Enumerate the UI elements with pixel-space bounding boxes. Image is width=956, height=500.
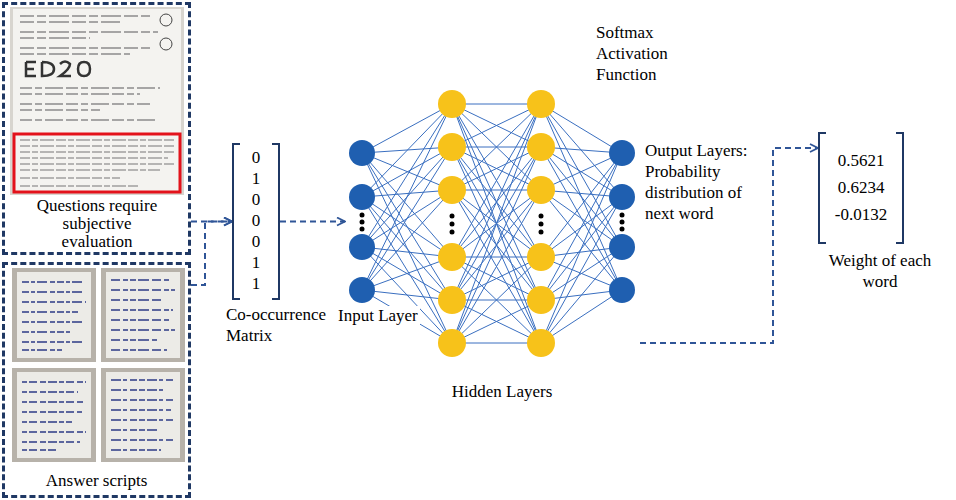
neural-network: Input LayerHidden LayersSoftmax Activati…	[345, 88, 640, 360]
dashed-connector	[280, 221, 345, 223]
handwriting	[22, 382, 86, 450]
ellipsis-dot	[450, 230, 455, 235]
question-box: Questions require subjective evaluation	[2, 2, 191, 255]
neuron	[527, 329, 555, 357]
neuron	[609, 140, 635, 166]
photo-ground	[12, 368, 96, 462]
ellipsis-dot	[539, 214, 544, 219]
neuron	[609, 234, 635, 260]
neuron	[438, 176, 466, 204]
answer-script-photo	[101, 268, 185, 362]
bracket-right	[272, 143, 280, 300]
paper-sheet	[106, 372, 180, 458]
neuron	[349, 140, 375, 166]
printed-lines	[20, 140, 174, 186]
neuron	[438, 329, 466, 357]
neuron	[527, 286, 555, 314]
link-lines	[541, 104, 622, 343]
answer-mark	[160, 38, 172, 50]
highlight-frame	[14, 134, 180, 192]
hidden-neurons	[438, 90, 555, 357]
input-neurons	[349, 140, 375, 303]
photo-ground	[101, 368, 185, 462]
ellipsis-dot	[360, 220, 365, 225]
vector-values: 0 1 0 0 0 1 1	[249, 147, 263, 294]
answer-script-photo	[101, 368, 185, 462]
ellipsis-dot	[539, 230, 544, 235]
layer-label: Hidden Layers	[437, 382, 567, 402]
handwriting	[111, 280, 175, 350]
paper-sheet	[13, 9, 181, 193]
ellipsis-dot	[539, 222, 544, 227]
dashed-connector	[191, 222, 232, 286]
box-caption: Answer scripts	[10, 471, 183, 491]
bracket-left	[232, 143, 240, 300]
ellipsis-dot	[620, 227, 625, 232]
neuron	[349, 184, 375, 210]
vector-caption: Weight of each word	[810, 250, 950, 292]
ellipsis-dot	[360, 227, 365, 232]
output-neurons	[609, 140, 635, 303]
handwriting	[22, 282, 86, 350]
vector-values: 0.5621 0.6234 -0.0132	[830, 147, 892, 228]
paper-sheet	[17, 272, 91, 358]
layer-label: Softmax Activation Function	[596, 22, 678, 85]
bracket-left	[818, 132, 826, 244]
neuron	[438, 243, 466, 271]
photo-ground	[101, 268, 185, 362]
ellipsis-dot	[620, 220, 625, 225]
photo-ground	[12, 268, 96, 362]
layer-label: Input Layer	[336, 306, 420, 326]
weight-vector: 0.5621 0.6234 -0.0132Weight of each word	[818, 132, 904, 244]
neuron	[527, 133, 555, 161]
ellipsis-dot	[620, 213, 625, 218]
neuron	[349, 234, 375, 260]
ellipsis-dot	[360, 213, 365, 218]
vector-caption: Co-occurrence Matrix	[226, 304, 334, 346]
neuron	[609, 277, 635, 303]
neuron	[349, 277, 375, 303]
answer-mark	[160, 14, 172, 26]
ellipsis-dot	[450, 214, 455, 219]
matrix-vector: 0 1 0 0 0 1 1Co-occurrence Matrix	[232, 143, 280, 300]
photo-ground	[10, 7, 184, 195]
neuron	[527, 243, 555, 271]
question-paper-photo	[10, 7, 184, 195]
ellipsis-dot	[450, 222, 455, 227]
neuron	[609, 184, 635, 210]
layer-label: Output Layers: Probability distribution …	[645, 140, 763, 224]
handwriting	[111, 380, 175, 450]
neuron	[438, 286, 466, 314]
handwritten-mark	[26, 62, 90, 77]
paper-sheet	[17, 372, 91, 458]
answer-box: Answer scripts	[2, 262, 191, 498]
box-caption: Questions require subjective evaluation	[31, 197, 163, 251]
bracket-right	[896, 132, 904, 244]
neuron	[438, 133, 466, 161]
answer-script-photo	[12, 268, 96, 362]
paper-sheet	[106, 272, 180, 358]
printed-lines	[20, 16, 158, 54]
neuron	[438, 90, 466, 118]
link-lines	[452, 104, 541, 343]
answer-script-photo	[12, 368, 96, 462]
neuron	[527, 90, 555, 118]
printed-lines	[20, 88, 160, 120]
neuron	[527, 176, 555, 204]
